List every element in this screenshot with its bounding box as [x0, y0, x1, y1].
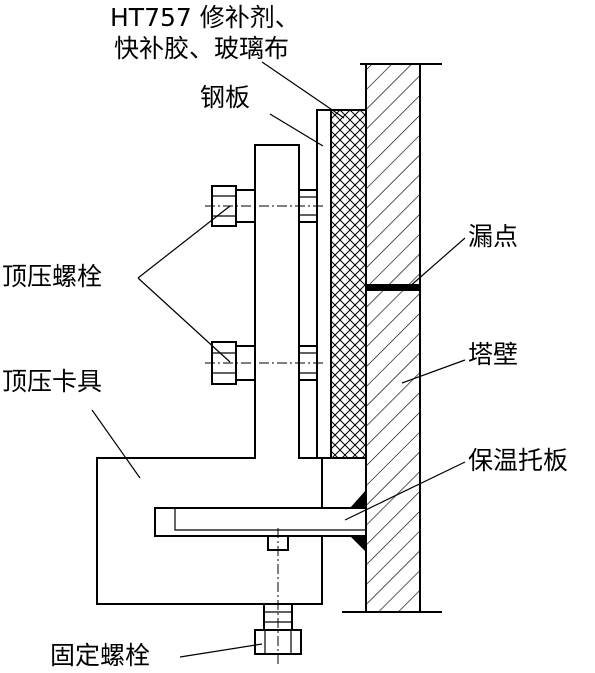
tower-wall: [342, 63, 442, 613]
top-bolt-lower: [205, 341, 323, 385]
insulation-support-plate: [154, 490, 367, 552]
label-steel-plate: 钢板: [200, 83, 250, 112]
label-top-bolt: 顶压螺栓: [2, 262, 102, 291]
repair-compound-layer: [330, 109, 367, 459]
label-top-clamp: 顶压卡具: [2, 367, 102, 396]
label-quick-glue: 快补胶、玻璃布: [114, 34, 289, 63]
label-fixing-bolt: 固定螺栓: [50, 641, 150, 670]
steel-plate: [316, 109, 332, 459]
top-press-clamp: [96, 144, 323, 605]
leader-lines: [91, 61, 466, 658]
label-tower-wall: 塔壁: [468, 340, 518, 369]
fixing-bolt: [254, 528, 302, 664]
label-leak-point: 漏点: [468, 222, 518, 251]
label-insulation-plate: 保温托板: [468, 446, 568, 475]
leak-point-band: [366, 284, 420, 291]
label-repair-agent: HT757 修补剂、: [110, 3, 300, 32]
